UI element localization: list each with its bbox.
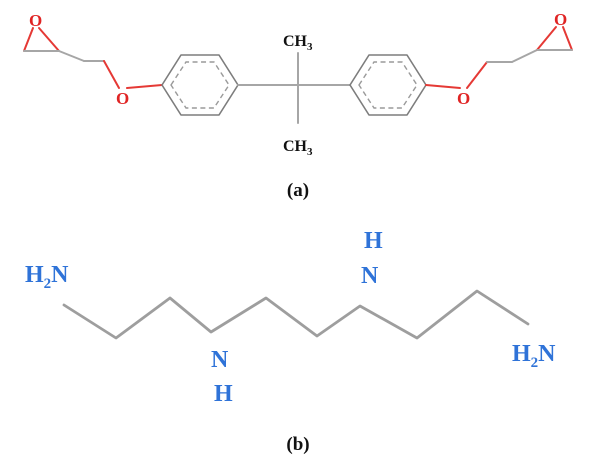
right-ether-bond-2: [466, 61, 488, 89]
amine-right-label: H2N: [512, 341, 556, 371]
epoxide-right-o-bond-2: [562, 26, 573, 51]
epoxide-left: O: [23, 11, 85, 62]
benzene-left-aromatic: [170, 61, 230, 109]
epoxide-right-side-bond: [511, 49, 538, 63]
epoxide-right-o-bond-1: [536, 26, 557, 51]
benzene-right-aromatic: [358, 61, 418, 109]
polyamine-backbone: [62, 289, 530, 340]
methyl-top-label: CH3: [283, 33, 313, 53]
right-ether-bond-1: [425, 84, 461, 89]
benzene-right-outer: [349, 54, 427, 116]
polyamine-structure: H2N N H H N H2N (b): [25, 228, 556, 455]
secondary-amine-low-n: N: [211, 347, 229, 373]
epoxide-left-o-bond-1: [23, 27, 34, 52]
epoxide-left-oxygen: O: [29, 11, 42, 30]
epoxide-right-oxygen: O: [554, 10, 567, 29]
secondary-amine-high-n: N: [361, 263, 379, 289]
left-ether-bond-2: [126, 84, 163, 89]
secondary-amine-low-h: H: [214, 381, 233, 407]
benzene-left-outer: [161, 54, 239, 116]
epoxide-right: O: [511, 10, 573, 63]
amine-left-label: H2N: [25, 262, 69, 292]
epoxide-left-side-bond: [58, 50, 85, 62]
methyl-bottom-label: CH3: [283, 138, 313, 158]
panel-a-label: (a): [287, 180, 309, 201]
benzene-ring-left: [161, 54, 239, 116]
panel-b-label: (b): [286, 434, 309, 455]
epoxide-left-o-bond-2: [38, 27, 60, 52]
bisphenol-a-diglycidyl-ether: O O CH3 CH3 O: [23, 10, 573, 201]
benzene-ring-right: [349, 54, 427, 116]
secondary-amine-high-h: H: [364, 228, 383, 254]
ether-right-oxygen: O: [457, 89, 470, 108]
left-ether-bond-1: [103, 60, 120, 89]
ether-left-oxygen: O: [116, 89, 129, 108]
